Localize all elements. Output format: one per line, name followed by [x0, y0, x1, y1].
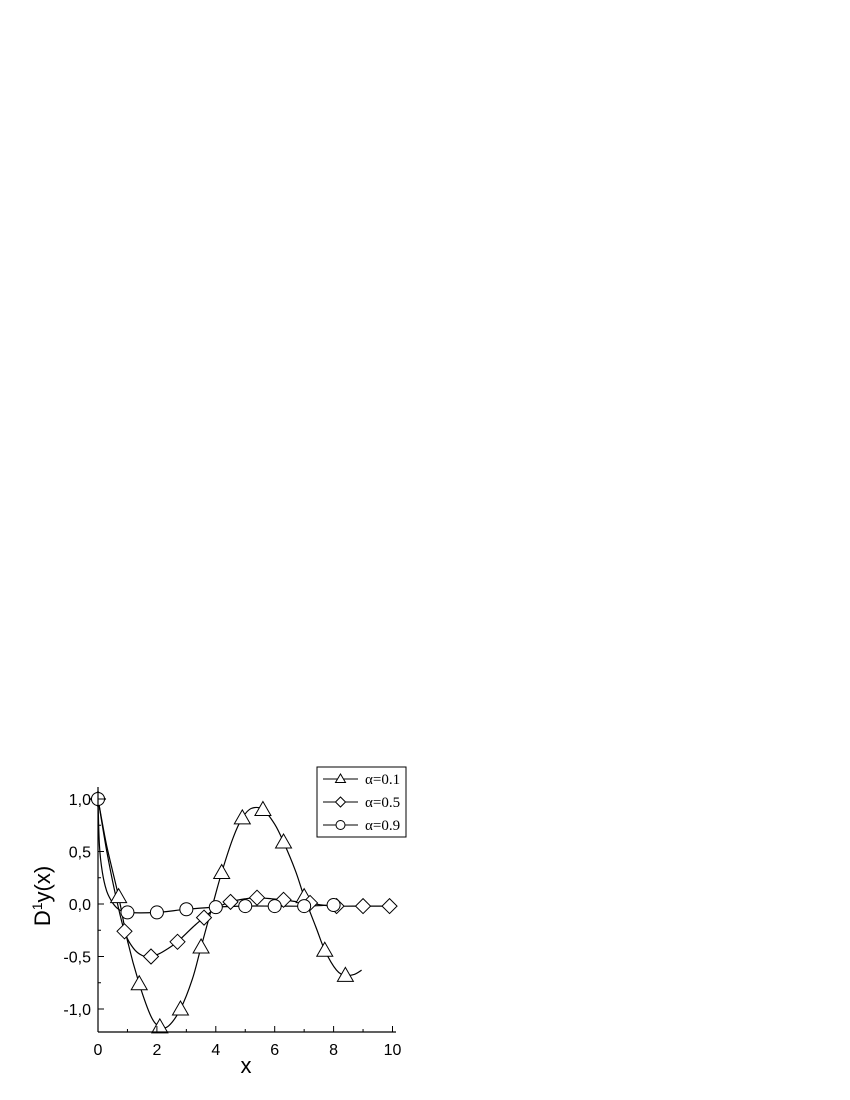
axes: [97, 787, 396, 1033]
svg-text:α=0.5: α=0.5: [365, 795, 400, 811]
series-line-circle: [97, 798, 334, 914]
diamond-marker-icon: [248, 889, 266, 906]
x-tick-label: 2: [152, 1042, 161, 1059]
triangle-marker-icon: [254, 800, 272, 816]
legend-item-alpha-0.1: α=0.1: [323, 772, 400, 788]
y-tick-label: -1,0: [63, 1002, 91, 1019]
y-tick-label: -0,5: [63, 950, 91, 967]
x-ticks: 0 2 4 6 8 10: [94, 1026, 402, 1059]
x-tick-label: 6: [270, 1042, 279, 1059]
triangle-marker-icon: [150, 1017, 169, 1034]
y-axis-title: D1y(x): [29, 866, 55, 926]
legend-item-alpha-0.9: α=0.9: [323, 818, 400, 834]
circle-marker-icon: [238, 899, 253, 914]
triangle-marker-icon: [336, 966, 355, 982]
diamond-marker-icon: [381, 897, 398, 915]
diamond-marker-icon: [169, 933, 186, 951]
triangle-marker-icon: [315, 941, 334, 957]
y-tick-label: 0,5: [69, 845, 91, 862]
triangle-marker-icon: [334, 773, 347, 783]
triangle-marker-icon: [171, 999, 190, 1016]
x-tick-label: 8: [329, 1042, 338, 1059]
x-tick-label: 10: [384, 1042, 402, 1059]
x-axis-title: x: [241, 1053, 252, 1078]
diamond-marker-icon: [334, 796, 347, 808]
diamond-marker-icon: [116, 923, 133, 940]
triangle-marker-icon: [130, 974, 149, 991]
y-tick-label: 0,0: [69, 897, 91, 914]
svg-text:α=0.9: α=0.9: [365, 818, 400, 834]
triangle-marker-icon: [192, 938, 210, 954]
circle-marker-icon: [267, 899, 282, 914]
circle-marker-icon: [297, 899, 312, 914]
triangle-marker-icon: [274, 833, 293, 849]
x-tick-label: 4: [211, 1042, 220, 1059]
triangle-marker-icon: [233, 808, 252, 825]
series-markers: [89, 790, 398, 1034]
y-tick-label: 1,0: [69, 792, 91, 809]
circle-marker-icon: [149, 905, 164, 920]
circle-marker-icon: [179, 902, 194, 917]
circle-marker-icon: [120, 905, 135, 920]
legend: α=0.1 α=0.5 α=0.9: [316, 766, 407, 838]
circle-marker-icon: [208, 900, 223, 915]
diamond-marker-icon: [354, 897, 372, 915]
circle-marker-icon: [326, 898, 341, 913]
y-ticks: 1,0 0,5 0,0 -0,5 -1,0: [63, 792, 104, 1019]
legend-item-alpha-0.5: α=0.5: [323, 795, 400, 811]
diamond-marker-icon: [195, 909, 213, 926]
triangle-marker-icon: [212, 863, 231, 879]
svg-text:α=0.1: α=0.1: [365, 772, 400, 788]
diamond-marker-icon: [142, 948, 160, 965]
triangle-marker-icon: [109, 887, 128, 904]
circle-marker-icon: [335, 820, 346, 830]
diamond-marker-icon: [222, 893, 239, 911]
x-tick-label: 0: [94, 1042, 103, 1059]
series-line-triangle: [97, 798, 362, 1029]
